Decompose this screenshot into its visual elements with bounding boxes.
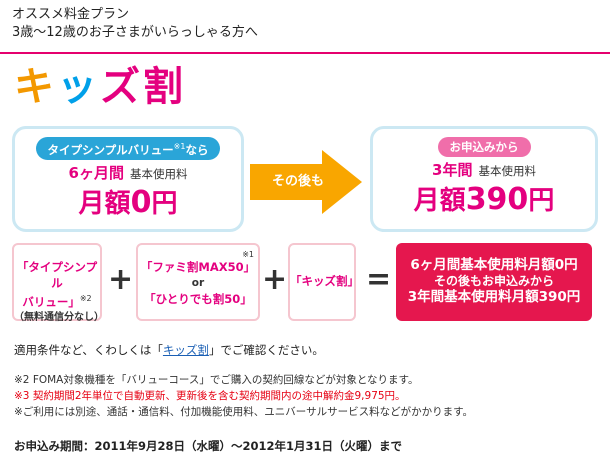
header-divider	[0, 52, 610, 54]
formula-box2-line1: 「ファミ割MAX50」	[140, 260, 256, 274]
plus-operator-1: +	[108, 262, 134, 297]
three-years-box: お申込みから 3年間基本使用料 月額390円	[370, 126, 598, 232]
after-that-label: その後も	[271, 174, 324, 189]
first-period-price: 月額0円	[15, 184, 241, 220]
result-line1: 6ヶ月間基本使用料月額0円	[410, 257, 578, 273]
equals-operator: =	[366, 262, 392, 297]
arrow-right-icon	[250, 150, 362, 214]
formula-box2-note: ※1	[242, 250, 254, 259]
formula-box1-line3: （無料通信分なし）	[14, 311, 104, 323]
first-price-prefix: 月額	[78, 188, 131, 219]
apply-prefix: 適用条件など、くわしくは「	[14, 343, 163, 357]
logo-char-1: キ	[14, 64, 57, 110]
from-application-pill: お申込みから	[437, 137, 531, 157]
formula-box1-line2-wrap: バリュー」※2	[14, 291, 100, 310]
first-period-duration: 6ヶ月間	[68, 163, 124, 182]
formula-box1-line2: バリュー」	[22, 294, 80, 309]
second-price-prefix: 月額	[413, 186, 466, 216]
formula-simple-value-box: 「タイプシンプル バリュー」※2 （無料通信分なし）	[12, 243, 104, 323]
formula-box2-line2: 「ひとりでも割50」	[144, 292, 252, 306]
header-title: オススメ料金プラン	[12, 7, 130, 22]
second-period-duration: 3年間	[432, 161, 473, 179]
footnotes: ※2 FOMA対象機種を「バリューコース」でご購入の契約回線などが対象となります…	[14, 372, 473, 420]
footnote-3: ※3 契約期間2年単位で自動更新、更新後を含む契約期間内の途中解約金9,975円…	[14, 390, 406, 402]
logo-char-4: 割	[143, 64, 186, 110]
logo-char-2: ッ	[57, 64, 100, 110]
first-price-value: 0	[130, 184, 152, 220]
first-period: 6ヶ月間基本使用料	[15, 164, 241, 183]
plan-condition-suffix: なら	[185, 142, 209, 157]
kids-discount-link[interactable]: キッズ割	[162, 343, 209, 357]
first-six-months-box: タイプシンプルバリュー※1なら 6ヶ月間基本使用料 月額0円	[12, 126, 244, 232]
kids-discount-logo: キッズ割	[14, 64, 186, 110]
formula-box3-label: 「キッズ割」	[290, 274, 359, 288]
apply-suffix: 」でご確認ください。	[208, 343, 324, 357]
formula-box1-note: ※2	[79, 294, 92, 303]
header-subtitle: 3歳〜12歳のお子さまがいらっしゃる方へ	[12, 25, 258, 40]
result-line3: 3年間基本使用料月額390円	[407, 289, 581, 305]
plan-condition-label: タイプシンプルバリュー	[47, 142, 174, 157]
second-period: 3年間基本使用料	[373, 161, 595, 180]
apply-conditions-text: 適用条件など、くわしくは「キッズ割」でご確認ください。	[14, 342, 324, 358]
second-period-price: 月額390円	[373, 184, 595, 217]
header: オススメ料金プラン 3歳〜12歳のお子さまがいらっしゃる方へ	[0, 6, 610, 54]
second-price-unit: 円	[528, 186, 555, 216]
first-price-unit: 円	[151, 188, 178, 219]
application-period: お申込み期間：2011年9月28日（水曜）〜2012年1月31日（火曜）まで	[14, 439, 403, 453]
formula-box2-or: or	[191, 277, 205, 289]
formula-box1-line1: 「タイプシンプル	[16, 260, 98, 290]
formula-family-discount-box: ※1 「ファミ割MAX50」 or 「ひとりでも割50」	[136, 243, 260, 321]
first-period-label: 基本使用料	[129, 166, 188, 181]
logo-char-3: ズ	[100, 64, 143, 110]
formula-kids-discount-box: 「キッズ割」	[288, 243, 359, 321]
footnote-2: ※2 FOMA対象機種を「バリューコース」でご購入の契約回線などが対象となります…	[14, 374, 419, 386]
footnote-general: ※ご利用には別途、通話・通信料、付加機能使用料、ユニバーサルサービス料などがかか…	[14, 406, 474, 418]
second-period-label: 基本使用料	[478, 164, 536, 178]
plan-condition-pill: タイプシンプルバリュー※1なら	[35, 137, 221, 160]
second-price-value: 390	[465, 182, 529, 217]
plan-condition-note: ※1	[173, 142, 186, 151]
result-line2: その後もお申込みから	[433, 274, 554, 288]
plus-operator-2: +	[262, 262, 288, 297]
formula-result-box: 6ヶ月間基本使用料月額0円 その後もお申込みから 3年間基本使用料月額390円	[396, 243, 592, 321]
